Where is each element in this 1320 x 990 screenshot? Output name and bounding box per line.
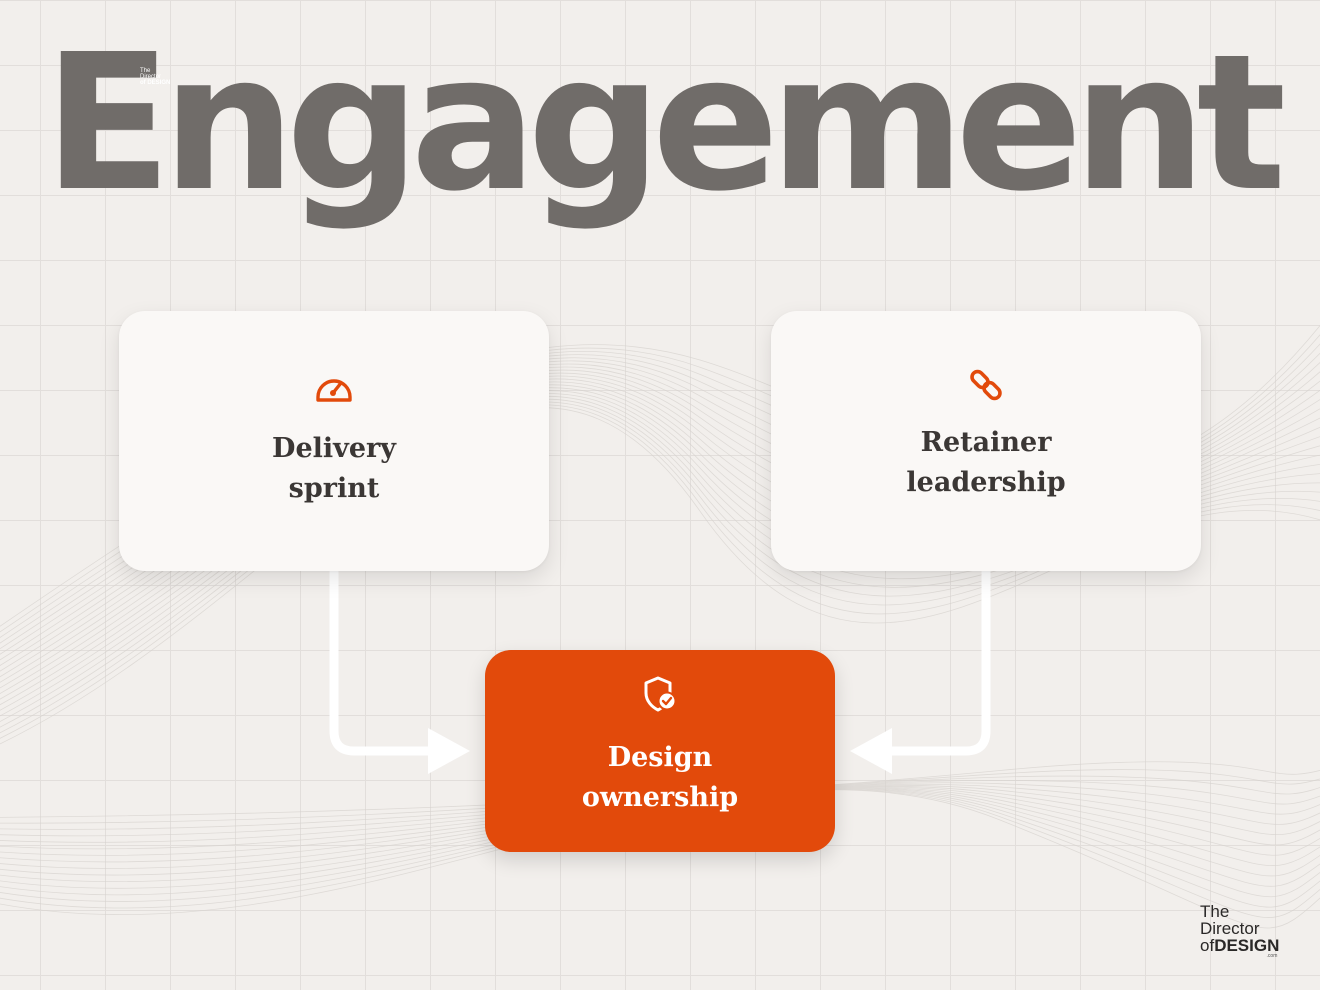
title-logo-line3: of DESIGN xyxy=(140,80,171,86)
arrowhead-right xyxy=(428,728,470,774)
arrowhead-left xyxy=(850,728,892,774)
edge-delivery-to-design xyxy=(329,567,437,756)
link-chain-icon xyxy=(970,369,1002,401)
node-label: Retainer leadership xyxy=(906,427,1066,498)
title-logo-line1: The xyxy=(140,68,151,74)
brand-suffix: .com xyxy=(1266,953,1278,959)
brand-line2: Director xyxy=(1200,919,1260,938)
brand-line1: The xyxy=(1200,902,1230,921)
node-design-ownership: Design ownership xyxy=(485,650,835,852)
title-logo: The Director of DESIGN xyxy=(140,68,170,86)
node-delivery-sprint: Delivery sprint xyxy=(119,311,549,571)
node-retainer-leadership: Retainer leadership xyxy=(771,311,1201,571)
node-label: Delivery sprint xyxy=(272,433,396,504)
title-logo-line2: Director xyxy=(140,74,162,80)
brand-strong: DESIGN xyxy=(1214,936,1280,955)
shield-check-icon xyxy=(644,676,677,712)
brand-line3: ofDESIGN xyxy=(1200,937,1279,954)
node-label: Design ownership xyxy=(581,742,739,813)
brand-logo: The Director ofDESIGN .com xyxy=(1200,903,1279,959)
edge-retainer-to-design xyxy=(883,567,991,756)
brand-prefix: of xyxy=(1200,936,1215,955)
speedometer-icon xyxy=(316,379,352,402)
page-title: Engagement xyxy=(43,14,1287,233)
